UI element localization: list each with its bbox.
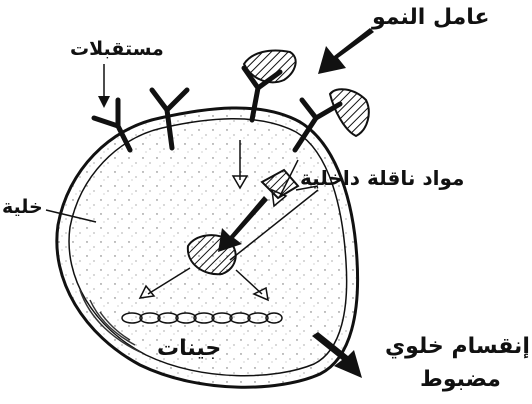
receptors-label: مستقبلات [70,40,164,59]
cell-label: خلية [2,198,43,217]
growth-factor-arrow [318,28,374,74]
growth-factor-bound-2 [330,89,369,136]
cell-division-label-line1: إنقسام خلوي [385,336,530,358]
growth-factor-label: عامل النمو [372,7,490,29]
internal-transducers-label: مواد ناقلة داخلية [300,168,464,188]
genes-label: جينات [157,338,221,360]
cell-division-label-line2: مضبوط [420,369,501,391]
